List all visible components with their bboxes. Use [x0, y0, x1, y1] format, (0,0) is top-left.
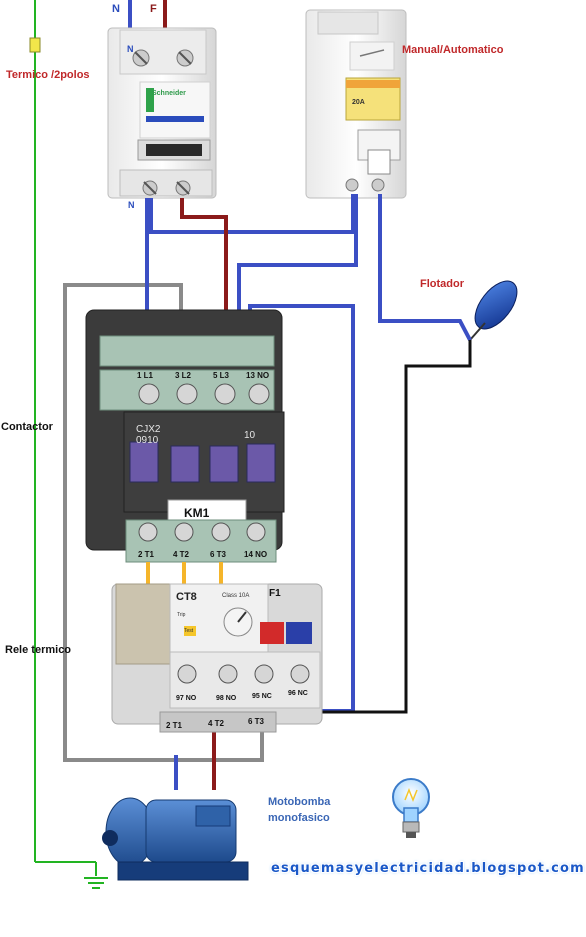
contactor-aux-code: 10 [244, 430, 256, 441]
contactor-terminal-1: 1 L1 [137, 371, 154, 380]
relay-links [146, 562, 223, 584]
red-wires [180, 198, 228, 790]
switch-rating: 20A [352, 99, 365, 106]
contactor-terminal-14: 14 NO [244, 550, 267, 559]
float-title: Flotador [420, 278, 464, 290]
breaker-top-n-label: N [127, 44, 134, 54]
relay-test-label: Test [184, 628, 194, 634]
contactor-terminal-3: 3 L2 [175, 371, 192, 380]
contactor-terminal-5: 5 L3 [213, 371, 230, 380]
relay-contact-98: 98 NO [216, 695, 237, 702]
relay-contact-96: 96 NC [288, 690, 308, 697]
pump-motor [102, 797, 249, 881]
pump-title-line1: Motobomba [268, 796, 331, 808]
manual-automatic-switch [305, 9, 407, 199]
contactor [85, 309, 285, 563]
relay-trip-label: Trip [177, 612, 186, 618]
thermal-relay [111, 583, 323, 733]
contactor-name-tag: KM1 [184, 506, 210, 520]
relay-output-4: 4 T2 [208, 719, 225, 728]
ground-symbol [84, 877, 108, 889]
breaker-title: Termico /2polos [6, 69, 90, 81]
relay-contact-97: 97 NO [176, 695, 197, 702]
contactor-title: Contactor [1, 421, 53, 433]
breaker-2-pole [107, 27, 217, 199]
website-link[interactable]: esquemasyelectricidad.blogspot.com [271, 861, 585, 876]
black-wires [298, 340, 472, 714]
contactor-terminal-4: 4 T2 [173, 550, 190, 559]
breaker-brand: Schneider [152, 90, 186, 97]
contactor-model-line1: CJX2 [136, 424, 161, 435]
pump-title-line2: monofasico [268, 812, 330, 824]
contactor-terminal-13: 13 NO [246, 371, 269, 380]
ground-wire [29, 0, 97, 876]
breaker-bottom-n-label: N [128, 200, 135, 210]
relay-output-6: 6 T3 [248, 717, 265, 726]
breaker-neutral-label: N [112, 3, 120, 15]
switch-title: Manual/Automatico [402, 44, 504, 56]
relay-model: CT8 [176, 591, 197, 603]
relay-output-2: 2 T1 [166, 721, 183, 730]
contactor-model-line2: 0910 [136, 435, 159, 446]
relay-title: Rele termico [5, 644, 72, 656]
breaker-phase-label: F [150, 3, 157, 15]
relay-contact-95: 95 NC [252, 693, 272, 700]
contactor-terminal-6: 6 T3 [210, 550, 227, 559]
lightbulb-icon [392, 778, 430, 838]
relay-tag: F1 [269, 588, 281, 599]
relay-class: Class 10A [222, 593, 249, 599]
float-switch [469, 280, 518, 341]
contactor-terminal-2: 2 T1 [138, 550, 155, 559]
